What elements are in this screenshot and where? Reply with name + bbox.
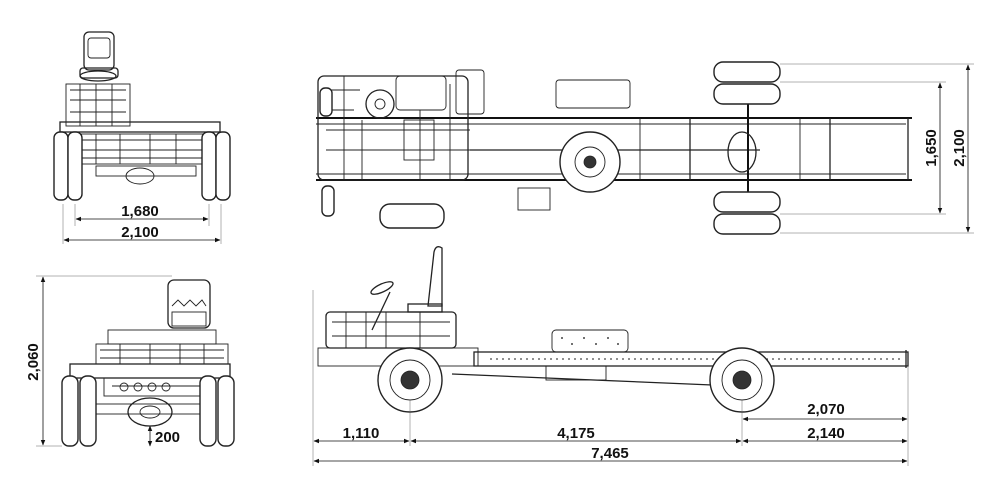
- side-view-tank: [551, 329, 629, 353]
- top-view-front-wheel-lower: [321, 185, 335, 217]
- top-overall-width-dimension: 2,100: [780, 63, 974, 234]
- front-overhang-dimension: 1,110: [313, 425, 410, 444]
- front-view: 1,680 2,100: [53, 31, 231, 244]
- ground-clearance-label: 200: [155, 429, 180, 446]
- front-overall-width-label: 2,100: [121, 224, 159, 241]
- top-frame-width-dimension: 1,650: [780, 81, 946, 215]
- side-view-driveshaft: [451, 373, 737, 387]
- top-view: 1,650 2,100: [316, 61, 974, 235]
- side-view-cockpit-structure: [325, 311, 457, 349]
- top-frame-width-label: 1,650: [923, 129, 940, 167]
- top-view-center-wheel: [559, 131, 621, 193]
- wheelbase-dimension: 4,175: [410, 425, 742, 444]
- front-view-frame: [59, 121, 221, 133]
- rear-overhang-frame-dimension: 2,070: [742, 401, 908, 422]
- front-view-tires: [53, 131, 231, 201]
- rear-view-differential: [127, 397, 173, 427]
- wheelbase-label: 4,175: [557, 425, 595, 442]
- top-view-tank: [555, 79, 631, 109]
- front-overhang-label: 1,110: [343, 425, 380, 442]
- top-view-rear-axle: [713, 61, 781, 235]
- ground-clearance-dimension: 200: [147, 425, 180, 447]
- rear-view-seat: [167, 279, 211, 329]
- side-view-rear-wheel: [709, 347, 775, 413]
- overall-height-label: 2,060: [25, 343, 42, 381]
- rear-overhang-overall-label: 2,140: [807, 425, 845, 442]
- front-view-seat: [79, 31, 119, 79]
- top-view-front-wheel-upper: [319, 87, 333, 117]
- side-view-steering-column: [371, 291, 391, 331]
- top-view-spare-tire: [379, 203, 445, 229]
- top-overall-width-label: 2,100: [951, 129, 968, 167]
- rear-overhang-frame-label: 2,070: [807, 401, 845, 418]
- side-view-seat: [407, 246, 443, 313]
- top-view-cockpit-area: [317, 69, 485, 181]
- overall-height-dimension: 2,060: [25, 275, 172, 447]
- side-view-frame-rail: [473, 350, 909, 368]
- front-view-steering-wheel: [79, 70, 117, 82]
- front-track-dimension: 1,680: [74, 203, 210, 226]
- front-track-label: 1,680: [121, 203, 159, 220]
- front-width-dimension: 2,100: [62, 204, 222, 244]
- side-view: 2,070 1,110 4,175 2,140 7,465: [312, 246, 909, 466]
- rear-overhang-overall-dimension: 2,140: [742, 425, 908, 444]
- overall-length-dimension: 7,465: [313, 445, 908, 464]
- overall-length-label: 7,465: [591, 445, 629, 462]
- rear-view: 2,060 200: [25, 275, 235, 447]
- rear-view-tires: [61, 375, 235, 447]
